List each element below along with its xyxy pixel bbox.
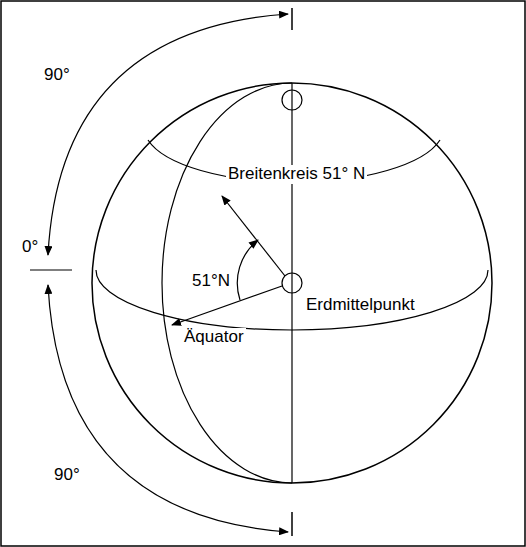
angle-label: 90° — [52, 466, 82, 485]
angle-label: 0° — [20, 238, 40, 257]
latitude-label: Breitenkreis 51° N — [226, 165, 367, 184]
angle-label: 90° — [42, 66, 72, 85]
angle-label: 51°N — [190, 272, 232, 291]
center-label: Erdmittelpunkt — [304, 296, 417, 315]
equator-label: Äquator — [182, 328, 246, 347]
